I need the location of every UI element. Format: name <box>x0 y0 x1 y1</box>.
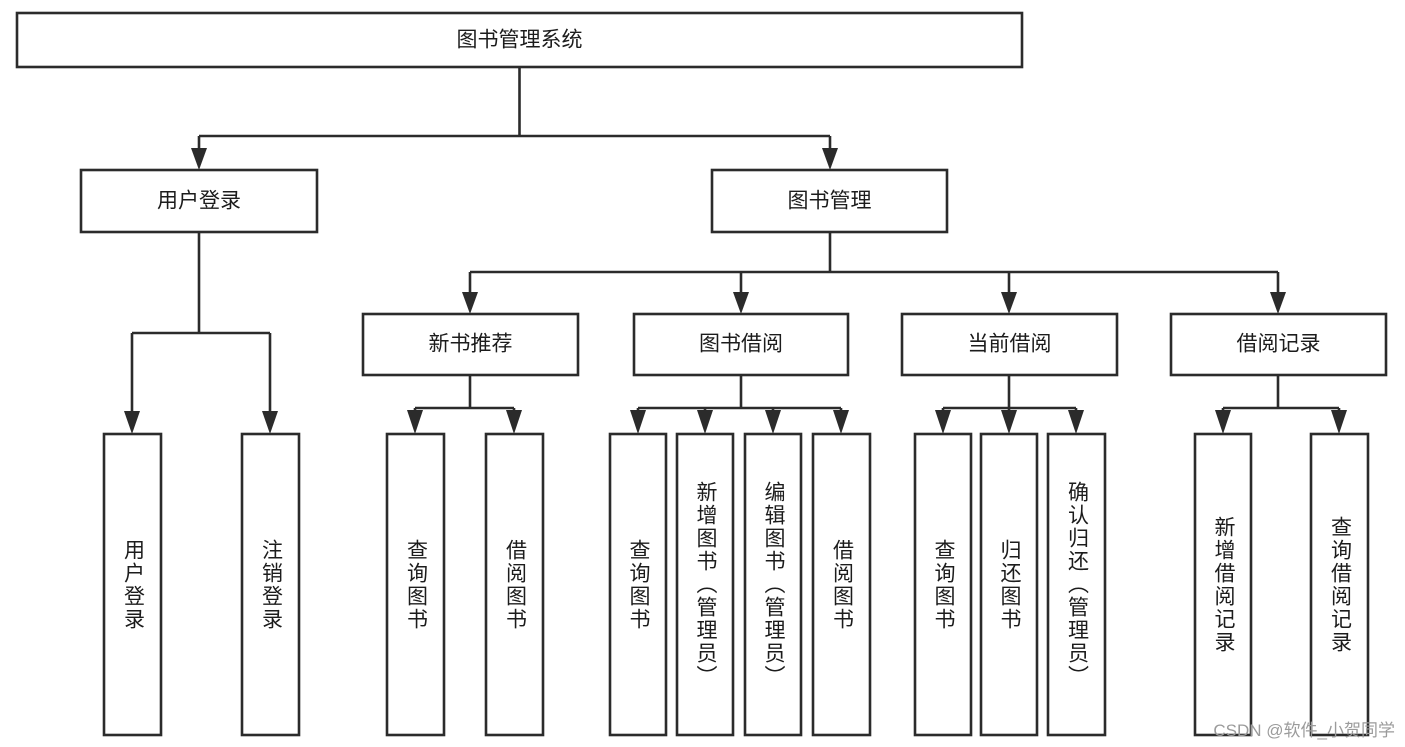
arrow-head-records <box>1270 292 1286 314</box>
node-leaf-user-login-box[interactable] <box>102 432 163 737</box>
node-current[interactable]: 当前借阅 <box>900 312 1119 377</box>
node-leaf-borrow-lend-box[interactable] <box>811 432 872 737</box>
arrow-head-login <box>191 148 207 170</box>
arrow-head-leaf-newbook-borrow <box>506 410 522 434</box>
node-borrow[interactable]: 图书借阅 <box>632 312 850 377</box>
arrow-head-leaf-borrow-query <box>630 410 646 434</box>
node-bookmgmt-label: 图书管理 <box>788 190 872 213</box>
node-bookmgmt-box[interactable] <box>710 168 949 234</box>
node-leaf-borrow-edit-box[interactable] <box>743 432 803 737</box>
arrow-head-newbook <box>462 292 478 314</box>
node-leaf-newbook-borrow-box[interactable] <box>484 432 545 737</box>
node-records-label: 借阅记录 <box>1237 333 1321 356</box>
connector-group-root <box>191 67 838 170</box>
connector-group-bookmgmt <box>462 232 1286 314</box>
node-root-box[interactable] <box>15 11 1024 69</box>
arrow-head-leaf-user-login <box>124 411 140 434</box>
node-login-label: 用户登录 <box>157 190 241 213</box>
connector-group-current <box>935 375 1084 434</box>
node-leaf-borrow-add-box[interactable] <box>675 432 735 737</box>
node-leaf-current-return-box[interactable] <box>979 432 1039 737</box>
node-leaf-records-add-box[interactable] <box>1193 432 1253 737</box>
node-leaf-current-confirm-box[interactable] <box>1046 432 1107 737</box>
node-login[interactable]: 用户登录 <box>79 168 319 234</box>
arrow-head-leaf-current-query <box>935 410 951 434</box>
arrow-head-leaf-current-return <box>1001 410 1017 434</box>
node-bookmgmt[interactable]: 图书管理 <box>710 168 949 234</box>
node-records-box[interactable] <box>1169 312 1388 377</box>
node-current-label: 当前借阅 <box>968 333 1052 356</box>
node-borrow-box[interactable] <box>632 312 850 377</box>
connector-group-borrow <box>630 375 849 434</box>
arrow-head-leaf-user-logout <box>262 411 278 434</box>
connector-group-login <box>124 232 278 434</box>
node-borrow-label: 图书借阅 <box>699 333 783 356</box>
arrow-head-bookmgmt <box>822 148 838 170</box>
arrow-head-leaf-borrow-edit <box>765 410 781 434</box>
node-newbook-box[interactable] <box>361 312 580 377</box>
node-leaf-records-query-box[interactable] <box>1309 432 1370 737</box>
node-leaf-current-query-box[interactable] <box>913 432 973 737</box>
node-newbook-label: 新书推荐 <box>429 333 513 356</box>
arrow-head-leaf-borrow-add <box>697 410 713 434</box>
arrow-head-leaf-newbook-query <box>407 410 423 434</box>
node-leaf-newbook-query-box[interactable] <box>385 432 446 737</box>
node-current-box[interactable] <box>900 312 1119 377</box>
node-root-label: 图书管理系统 <box>457 29 583 52</box>
node-login-box[interactable] <box>79 168 319 234</box>
connector-group-records <box>1215 375 1347 434</box>
csdn-watermark: CSDN @软件_小贺同学 <box>1213 721 1395 740</box>
node-newbook[interactable]: 新书推荐 <box>361 312 580 377</box>
leaf-boxes-group <box>102 432 1370 737</box>
arrow-head-leaf-borrow-lend <box>833 410 849 434</box>
node-leaf-user-logout-box[interactable] <box>240 432 301 737</box>
arrow-head-current <box>1001 292 1017 314</box>
connector-group-newbook <box>407 375 522 434</box>
arrow-head-leaf-records-query <box>1331 410 1347 434</box>
arrow-head-leaf-records-add <box>1215 410 1231 434</box>
node-records[interactable]: 借阅记录 <box>1169 312 1388 377</box>
node-root[interactable]: 图书管理系统 <box>15 11 1024 69</box>
arrow-head-leaf-current-confirm <box>1068 410 1084 434</box>
arrow-head-borrow <box>733 292 749 314</box>
node-leaf-borrow-query-box[interactable] <box>608 432 668 737</box>
